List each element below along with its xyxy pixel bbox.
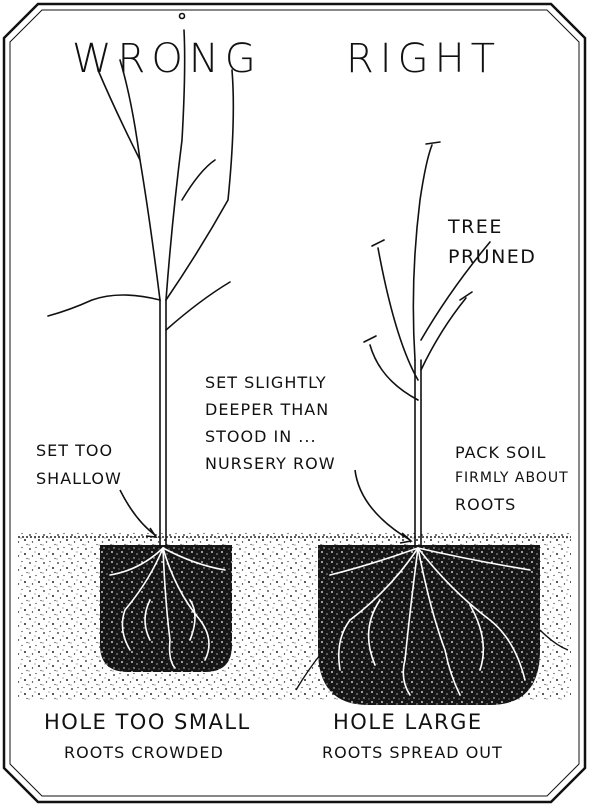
deeper-line1: SET SLIGHTLY xyxy=(205,370,327,395)
deeper-arrow xyxy=(355,470,410,540)
right-heading: RIGHT xyxy=(346,36,501,82)
right-caption-line2: ROOTS SPREAD OUT xyxy=(322,743,503,762)
tree-pruned-line1: TREE xyxy=(448,216,503,238)
deeper-line2: DEEPER THAN xyxy=(205,397,329,422)
left-caption-line2: ROOTS CROWDED xyxy=(64,743,224,762)
deeper-line3: STOOD IN ... xyxy=(205,424,317,449)
pack-soil-line3: ROOTS xyxy=(455,492,516,517)
pack-soil-line1: PACK SOIL xyxy=(455,440,546,465)
left-caption-line1: HOLE TOO SMALL xyxy=(44,710,251,734)
wrong-heading: WRONG xyxy=(72,36,262,82)
tree-pruned-line2: PRUNED xyxy=(448,246,536,268)
shallow-line2: SHALLOW xyxy=(36,466,122,491)
deeper-line4: NURSERY ROW xyxy=(205,451,336,476)
pack-soil-line2: FIRMLY ABOUT xyxy=(455,466,569,491)
shallow-line1: SET TOO xyxy=(36,438,113,463)
right-caption-line1: HOLE LARGE xyxy=(333,710,483,734)
